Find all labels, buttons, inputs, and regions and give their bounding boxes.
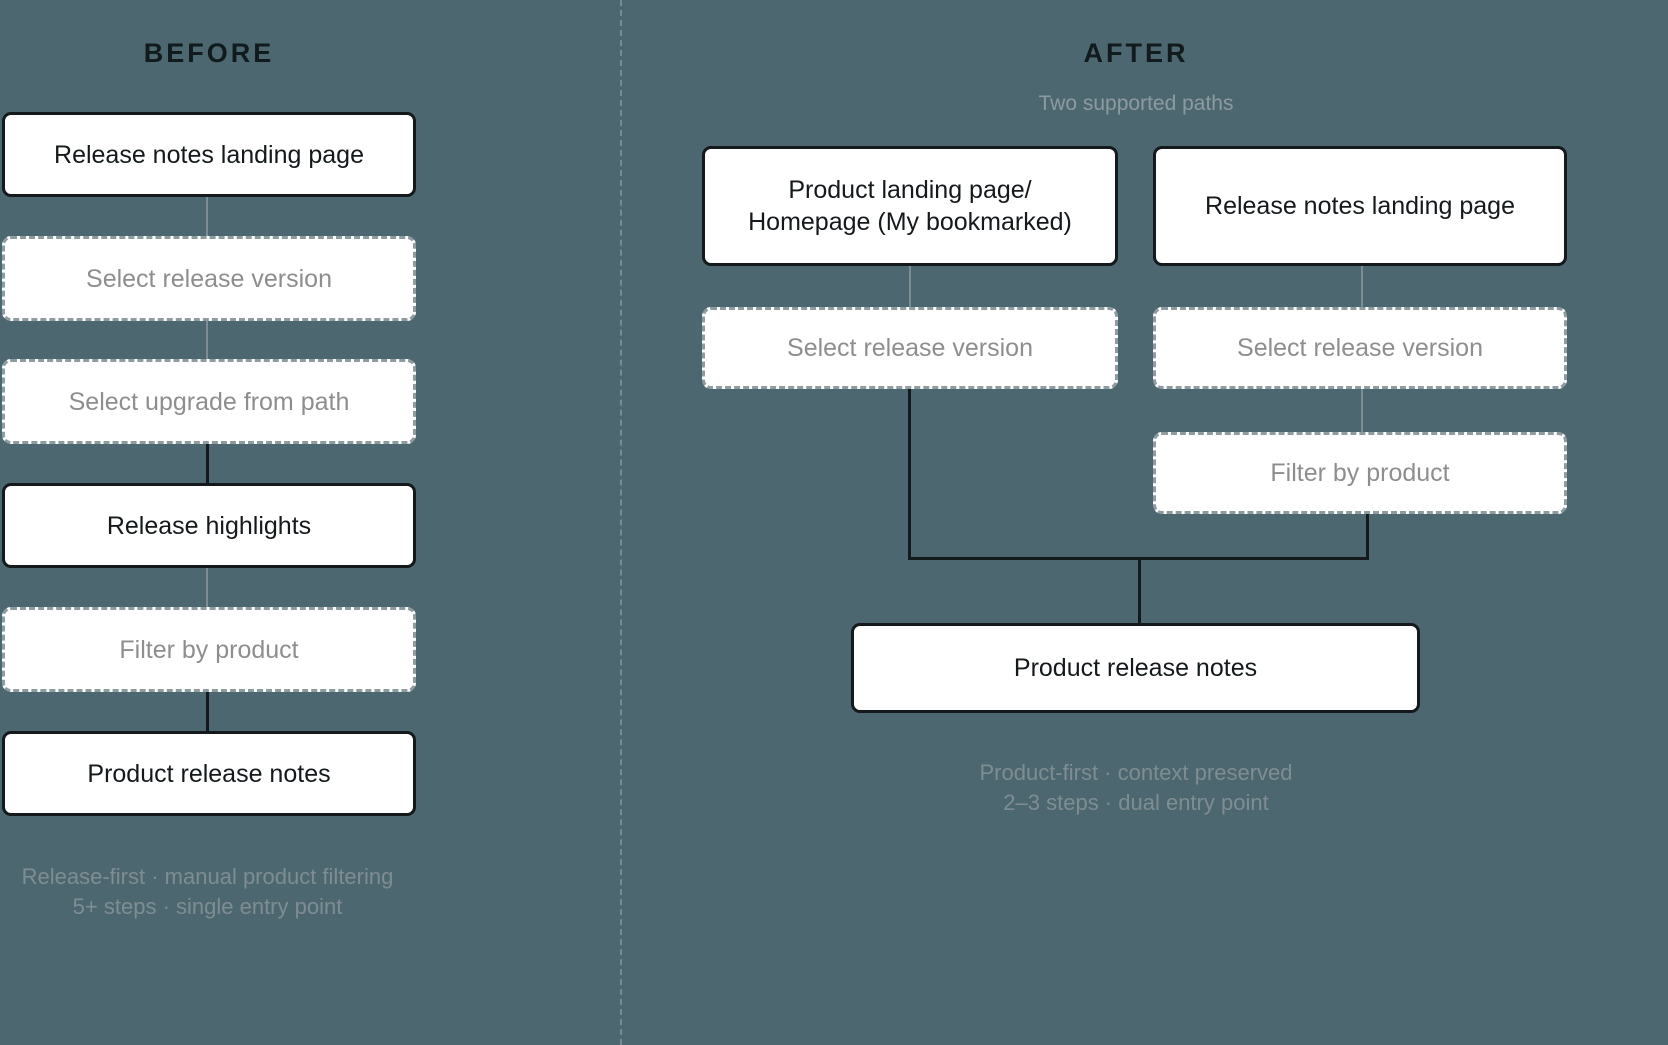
- after-node-label: Select release version: [787, 334, 1033, 362]
- column-divider: [620, 0, 622, 1045]
- before-node-label: Release highlights: [106, 511, 312, 540]
- before-node-release-notes-landing-page[interactable]: Release notes landing page: [2, 112, 416, 197]
- before-caption-line-2: 5+ steps · single entry point: [72, 893, 343, 919]
- after-node-label: Product release notes: [1013, 654, 1258, 682]
- after-node-filter-by-product[interactable]: Filter by product: [1153, 432, 1567, 514]
- after-node-label-line-2: Homepage (My bookmarked): [748, 208, 1072, 236]
- after-node-label: Release notes landing page: [1205, 192, 1515, 220]
- before-column-title: BEFORE: [143, 38, 275, 68]
- after-node-label: Select release version: [1237, 334, 1483, 362]
- before-node-label: Filter by product: [119, 635, 299, 664]
- after-column-title: AFTER: [1083, 38, 1189, 68]
- before-caption: Release-first · manual product filtering…: [0, 862, 415, 921]
- after-merge-drop: [1138, 557, 1141, 625]
- after-left-connector-1: [909, 266, 911, 311]
- after-node-product-release-notes[interactable]: Product release notes: [851, 623, 1420, 713]
- before-node-label: Product release notes: [87, 759, 331, 788]
- before-connector-3: [206, 441, 209, 490]
- after-right-elbow-vertical: [1366, 513, 1369, 560]
- before-node-filter-by-product[interactable]: Filter by product: [2, 607, 416, 692]
- before-connector-2: [206, 318, 208, 368]
- before-node-label: Release notes landing page: [54, 140, 364, 169]
- before-node-label: Select upgrade from path: [68, 387, 350, 416]
- after-node-label-line-1: Product landing page/: [788, 176, 1032, 204]
- after-node-select-release-version-right[interactable]: Select release version: [1153, 307, 1567, 389]
- after-caption: Product-first · context preserved 2–3 st…: [852, 758, 1420, 817]
- before-connector-4: [206, 564, 208, 614]
- before-connector-5: [206, 688, 209, 736]
- after-node-label: Filter by product: [1270, 459, 1450, 487]
- before-connector-1: [206, 196, 208, 244]
- before-caption-line-1: Release-first · manual product filtering: [21, 864, 394, 889]
- after-node-product-landing-page[interactable]: Product landing page/ Homepage (My bookm…: [702, 146, 1118, 266]
- before-node-select-upgrade-from-path[interactable]: Select upgrade from path: [2, 359, 416, 444]
- after-right-connector-1: [1361, 266, 1363, 311]
- after-node-release-notes-landing-page[interactable]: Release notes landing page: [1153, 146, 1567, 266]
- before-node-select-release-version[interactable]: Select release version: [2, 236, 416, 321]
- after-left-elbow-vertical: [908, 388, 911, 560]
- after-right-connector-2: [1361, 388, 1363, 434]
- after-column-subtitle: Two supported paths: [1038, 92, 1234, 115]
- before-node-product-release-notes[interactable]: Product release notes: [2, 731, 416, 816]
- after-node-label: Product landing page/ Homepage (My bookm…: [748, 174, 1072, 238]
- before-node-label: Select release version: [86, 264, 332, 293]
- after-caption-line-2: 2–3 steps · dual entry point: [1003, 789, 1269, 815]
- after-caption-line-1: Product-first · context preserved: [979, 760, 1293, 785]
- before-node-release-highlights[interactable]: Release highlights: [2, 483, 416, 568]
- after-node-select-release-version-left[interactable]: Select release version: [702, 307, 1118, 389]
